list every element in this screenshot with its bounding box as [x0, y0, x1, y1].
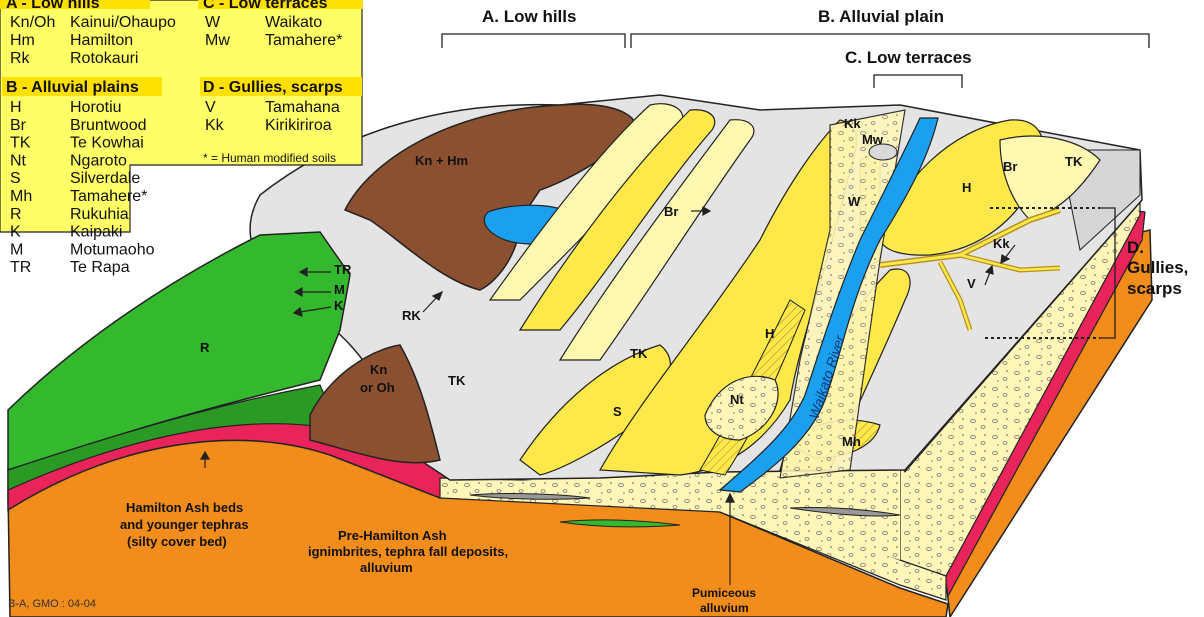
label-tk-center: TK	[448, 373, 466, 388]
bracket-low-terraces	[874, 75, 962, 88]
label-br-left: Br	[664, 204, 678, 219]
legend-soil-name: Tamahere*	[70, 188, 147, 205]
header-gullies-2: Gullies,	[1127, 258, 1188, 277]
legend-code: H	[10, 99, 22, 116]
legend-soil-name: Hamilton	[70, 32, 133, 49]
header-low-terraces: C. Low terraces	[845, 48, 972, 67]
legend-soil-name: Tamahana	[265, 99, 340, 116]
legend-head-a: A - Low hills	[6, 0, 100, 12]
header-alluvial-plain: B. Alluvial plain	[818, 7, 944, 26]
label-br-right: Br	[1003, 159, 1017, 174]
hamilton-ash-line-2: and younger tephras	[120, 517, 249, 532]
label-h-right: H	[962, 180, 971, 195]
legend-soil-name: Rukuhia	[70, 206, 129, 223]
legend-code: K	[10, 224, 21, 241]
legend-note: * = Human modified soils	[203, 151, 336, 165]
header-gullies-3: scarps	[1127, 279, 1182, 298]
legend-code: R	[10, 206, 22, 223]
header-low-hills: A. Low hills	[482, 7, 576, 26]
legend-soil-name: Horotiu	[70, 99, 122, 116]
label-tk-right: TK	[1065, 154, 1083, 169]
label-v: V	[967, 276, 976, 291]
legend-soil-name: Waikato	[265, 14, 322, 31]
pre-hamilton-line-2: ignimbrites, tephra fall deposits,	[308, 544, 508, 559]
legend-code: V	[205, 99, 216, 116]
legend-soil-name: Kainui/Ohaupo	[70, 14, 176, 31]
legend-head-c: C - Low terraces	[203, 0, 328, 12]
label-kn: Kn	[370, 362, 387, 377]
legend-head-b: B - Alluvial plains	[6, 79, 139, 96]
label-kk-right: Kk	[993, 236, 1010, 251]
legend-soil-name: Silverdale	[70, 170, 140, 187]
legend-code: Hm	[10, 32, 35, 49]
label-h-mid: H	[765, 326, 774, 341]
bracket-low-hills	[442, 34, 625, 48]
legend-code: S	[10, 170, 21, 187]
pumiceous-line-1: Pumiceous	[692, 586, 756, 600]
label-tr: TR	[334, 262, 352, 277]
legend-code: Kk	[205, 117, 225, 134]
label-kk-top: Kk	[844, 116, 861, 131]
legend-code: Mh	[10, 188, 32, 205]
legend-code: TK	[10, 135, 31, 152]
label-kn-hm: Kn + Hm	[415, 153, 468, 168]
legend-soil-name: Te Rapa	[70, 259, 130, 276]
legend-head-d: D - Gullies, scarps	[203, 79, 343, 96]
pre-hamilton-line-3: alluvium	[360, 560, 413, 575]
legend-code: M	[10, 241, 23, 258]
label-mw: Mw	[862, 132, 884, 147]
legend-soil-name: Motumaoho	[70, 241, 155, 258]
legend-code: Nt	[10, 152, 27, 169]
pre-hamilton-line-1: Pre-Hamilton Ash	[338, 528, 447, 543]
label-rk: RK	[402, 308, 421, 323]
label-mh: Mh	[842, 434, 861, 449]
legend-soil-name: Kirikiriroa	[265, 117, 332, 134]
legend-soil-name: Rotokauri	[70, 50, 138, 67]
header-gullies-1: D.	[1127, 238, 1144, 257]
legend-code: Kn/Oh	[10, 14, 55, 31]
label-k: K	[334, 298, 344, 313]
legend-soil-name: Bruntwood	[70, 117, 147, 134]
legend-code: Mw	[205, 32, 230, 49]
legend-soil-name: Tamahere*	[265, 32, 342, 49]
label-nt: Nt	[730, 392, 744, 407]
legend-code: W	[205, 14, 221, 31]
hamilton-ash-line-1: Hamilton Ash beds	[126, 500, 243, 515]
label-m: M	[334, 282, 345, 297]
legend-soil-name: Ngaroto	[70, 152, 127, 169]
legend-code: TR	[10, 259, 31, 276]
legend-soil-name: Te Kowhai	[70, 135, 144, 152]
legend-code: Br	[10, 117, 27, 134]
pumiceous-line-2: alluvium	[700, 601, 749, 615]
label-r: R	[200, 340, 210, 355]
label-or-oh: or Oh	[360, 380, 395, 395]
credit: B-A, GMO : 04-04	[8, 598, 96, 610]
label-tk-mid: TK	[630, 346, 648, 361]
hamilton-ash-line-3: (silty cover bed)	[127, 534, 227, 549]
legend-code: Rk	[10, 50, 31, 67]
label-s: S	[613, 404, 622, 419]
legend-soil-name: Kaipaki	[70, 224, 122, 241]
label-w: W	[848, 194, 861, 209]
bracket-alluvial-plain	[631, 34, 1149, 48]
